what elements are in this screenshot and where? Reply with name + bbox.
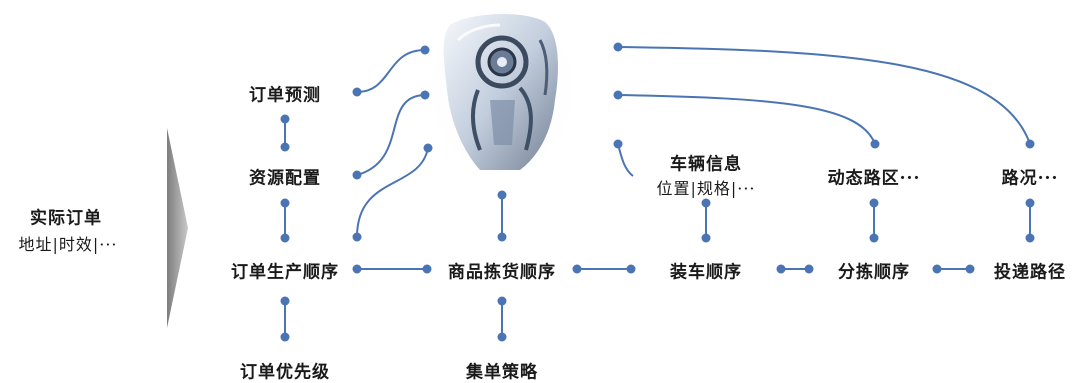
- arrow-shape: [167, 128, 188, 328]
- node-dot: [776, 264, 786, 274]
- node-sorting: 分拣顺序: [838, 262, 910, 283]
- node-dot: [932, 264, 942, 274]
- input-detail: 地址|时效|···: [18, 235, 118, 254]
- node-forecast: 订单预测: [249, 85, 321, 106]
- node-priority: 订单优先级: [240, 362, 330, 383]
- node-dot: [280, 233, 290, 243]
- node-dot: [352, 264, 362, 274]
- node-resource: 资源配置: [249, 168, 321, 189]
- node-dot: [280, 198, 290, 208]
- node-zone: 动态路区···: [827, 168, 921, 189]
- node-batching: 集单策略: [466, 362, 538, 383]
- node-delivery: 投递路径: [994, 262, 1066, 283]
- node-dot: [870, 139, 880, 149]
- node-dot: [626, 264, 636, 274]
- node-dot: [804, 264, 814, 274]
- node-dot: [869, 198, 879, 208]
- node-dot: [613, 90, 623, 100]
- node-traffic: 路况···: [1001, 168, 1059, 189]
- node-dot: [352, 170, 362, 180]
- node-dot: [352, 232, 362, 242]
- node-production: 订单生产顺序: [231, 262, 339, 283]
- node-vehicle-detail: 位置|规格|···: [656, 179, 756, 198]
- node-dot: [497, 190, 507, 200]
- connector-lines: [284, 46, 1031, 337]
- node-dot: [497, 296, 507, 306]
- node-vehicle: 车辆信息: [670, 154, 742, 175]
- node-dot: [965, 264, 975, 274]
- node-dot: [1025, 139, 1035, 149]
- node-dot: [613, 42, 623, 52]
- node-dot: [352, 87, 362, 97]
- node-dot: [422, 264, 432, 274]
- node-dot: [869, 233, 879, 243]
- node-dot: [280, 332, 290, 342]
- node-dot: [1025, 233, 1035, 243]
- input-title: 实际订单: [30, 208, 102, 229]
- node-dot: [280, 142, 290, 152]
- node-dot: [280, 114, 290, 124]
- node-picking: 商品拣货顺序: [448, 262, 556, 283]
- node-loading: 装车顺序: [670, 262, 742, 283]
- node-dot: [280, 296, 290, 306]
- node-dot: [420, 90, 430, 100]
- node-dot: [613, 139, 623, 149]
- node-dot: [497, 332, 507, 342]
- node-dot: [1025, 198, 1035, 208]
- connector-dots: [280, 42, 1035, 342]
- node-dot: [423, 143, 433, 153]
- node-dot: [701, 233, 711, 243]
- robot-head-icon: [430, 10, 574, 180]
- node-dot: [497, 232, 507, 242]
- node-dot: [701, 198, 711, 208]
- node-dot: [420, 45, 430, 55]
- node-dot: [572, 264, 582, 274]
